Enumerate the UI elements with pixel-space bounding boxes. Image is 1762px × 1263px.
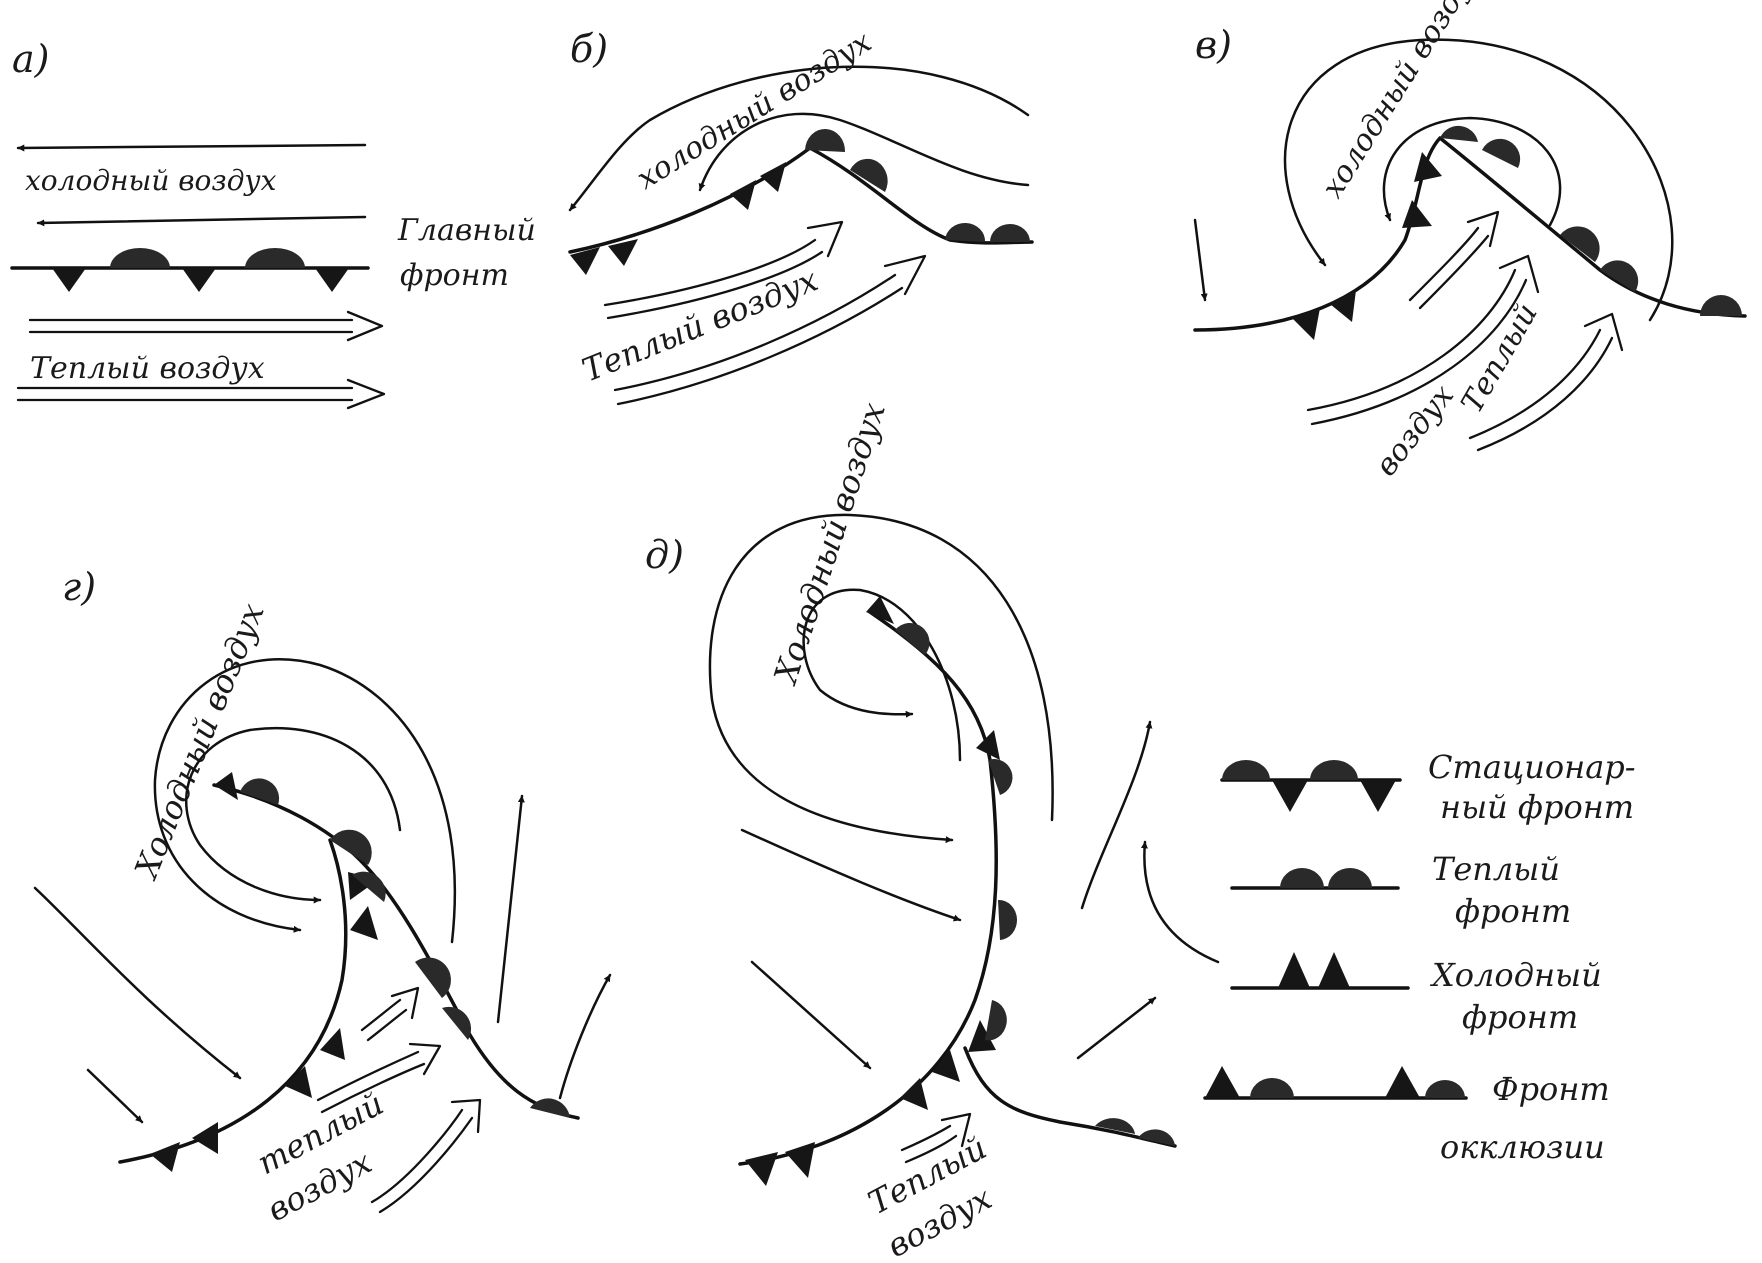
panel-b: б) холодный воздух Теплый воздух — [570, 24, 1032, 404]
panel-g-warm-arrow-1 — [362, 988, 418, 1040]
panel-g-cold-arrow-left-1 — [35, 888, 240, 1078]
panel-b-front — [570, 129, 1032, 275]
legend-cold-label-1: Холодный — [1429, 956, 1602, 994]
legend-occlusion-symbol — [1205, 1066, 1466, 1098]
panel-a-warm-air-label: Теплый воздух — [30, 351, 265, 386]
panel-b-label: б) — [570, 27, 608, 71]
legend-stationary-symbol — [1222, 760, 1400, 812]
legend-cold-label-2: фронт — [1462, 998, 1578, 1036]
legend-stationary-label-1: Стационар- — [1428, 748, 1636, 786]
legend-stationary-label-2: ный фронт — [1440, 788, 1634, 826]
panel-v-cold-air-label: холодный воздух — [1315, 0, 1488, 204]
panel-d-cold-arrow-left-2 — [752, 962, 870, 1068]
panel-a-cold-arrow-1 — [18, 145, 365, 148]
panel-g: г) Холодный воздух — [35, 565, 610, 1229]
panel-v-warm-air-label-2: воздух — [1369, 378, 1461, 483]
panel-a-front-label-1: Главный — [397, 213, 536, 248]
panel-a-cold-air-label: холодный воздух — [25, 164, 277, 197]
panel-v-front — [1195, 126, 1745, 340]
panel-v-warm-air-label-1: Теплый — [1455, 298, 1545, 419]
legend: Стационар- ный фронт Теплый фронт Холодн… — [1205, 748, 1636, 1166]
panel-g-cold-arrow-left-2 — [88, 1070, 142, 1122]
panel-g-label: г) — [62, 565, 96, 609]
panel-b-warm-air-label: Теплый воздух — [577, 260, 823, 389]
panel-v-label: в) — [1195, 23, 1232, 67]
panel-v: в) холодный воздух Теплый — [1195, 0, 1745, 483]
legend-occlusion-label-1: Фронт — [1492, 1070, 1610, 1108]
panel-d-cold-air-label: Холодный воздух — [766, 398, 893, 690]
legend-occlusion-label-2: окклюзии — [1440, 1128, 1605, 1166]
panel-a-warm-arrow-1 — [30, 312, 382, 340]
panel-d-up-arrow-3 — [1078, 998, 1155, 1058]
panel-g-up-arrow-2 — [560, 975, 610, 1098]
panel-d-front — [740, 596, 1175, 1186]
panel-d-label: д) — [645, 533, 684, 577]
panel-a-front-label-2: фронт — [400, 258, 509, 293]
panel-a-label: а) — [12, 37, 49, 81]
panel-a-cold-arrow-2 — [38, 217, 365, 223]
panel-d-up-arrow-1 — [1082, 722, 1150, 908]
panel-d-up-arrow-2 — [1144, 842, 1218, 962]
panel-d: д) Холодный воздух — [645, 398, 1218, 1263]
panel-v-small-arrow — [1195, 220, 1205, 300]
legend-warm-label-1: Теплый — [1432, 850, 1560, 888]
panel-g-up-arrow-1 — [498, 796, 522, 1022]
panel-a-stationary-front — [12, 248, 368, 292]
legend-warm-symbol — [1232, 868, 1398, 888]
panel-d-cold-arrow-left-1 — [742, 830, 960, 920]
panel-a: а) холодный воздух Главный фронт Теплый … — [12, 37, 536, 408]
legend-warm-label-2: фронт — [1455, 892, 1571, 930]
legend-cold-symbol — [1232, 952, 1408, 988]
